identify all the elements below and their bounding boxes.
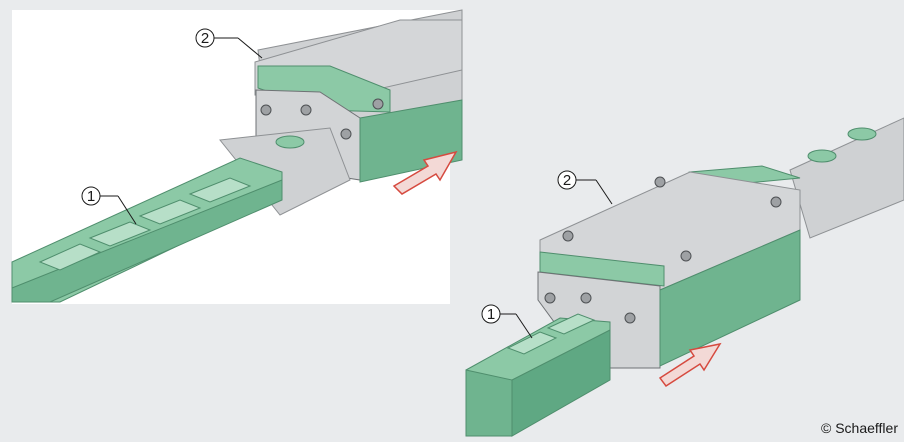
callout-1-left: 1 <box>81 186 137 225</box>
right-direction-arrow-icon <box>658 342 722 388</box>
callout-2-right: 2 <box>557 170 613 205</box>
callout-number: 1 <box>487 306 495 323</box>
callout-number: 2 <box>563 172 571 189</box>
left-cage-pockets <box>38 177 252 271</box>
left-direction-arrow-icon <box>392 150 458 195</box>
screw-icon <box>340 128 352 140</box>
callout-number: 1 <box>87 188 95 205</box>
right-assembly <box>465 117 904 437</box>
right-endcap-band <box>539 251 665 287</box>
rail-hole-cap-icon <box>275 135 305 149</box>
screw-icon <box>544 292 556 304</box>
callout-1-right: 1 <box>481 304 533 339</box>
callout-2-left: 2 <box>195 28 263 59</box>
left-assembly <box>11 9 463 303</box>
right-cage-pockets <box>506 313 596 355</box>
screw-icon <box>624 312 636 324</box>
screw-icon <box>770 196 782 208</box>
left-endcap-band <box>257 65 391 113</box>
screw-icon <box>562 230 574 242</box>
rail-hole-cap-icon <box>847 127 877 141</box>
screw-icon <box>654 176 666 188</box>
right-cage-front <box>465 369 513 437</box>
right-cage-side <box>511 329 611 437</box>
left-cage-side <box>11 179 283 303</box>
screw-icon <box>300 104 312 116</box>
screw-icon <box>680 250 692 262</box>
rail-hole-cap-icon <box>807 149 837 163</box>
screw-icon <box>260 104 272 116</box>
right-carriage-side <box>659 229 801 367</box>
copyright-notice: © Schaeffler <box>821 420 898 436</box>
screw-icon <box>580 292 592 304</box>
screw-icon <box>372 98 384 110</box>
callout-number: 2 <box>201 30 209 47</box>
